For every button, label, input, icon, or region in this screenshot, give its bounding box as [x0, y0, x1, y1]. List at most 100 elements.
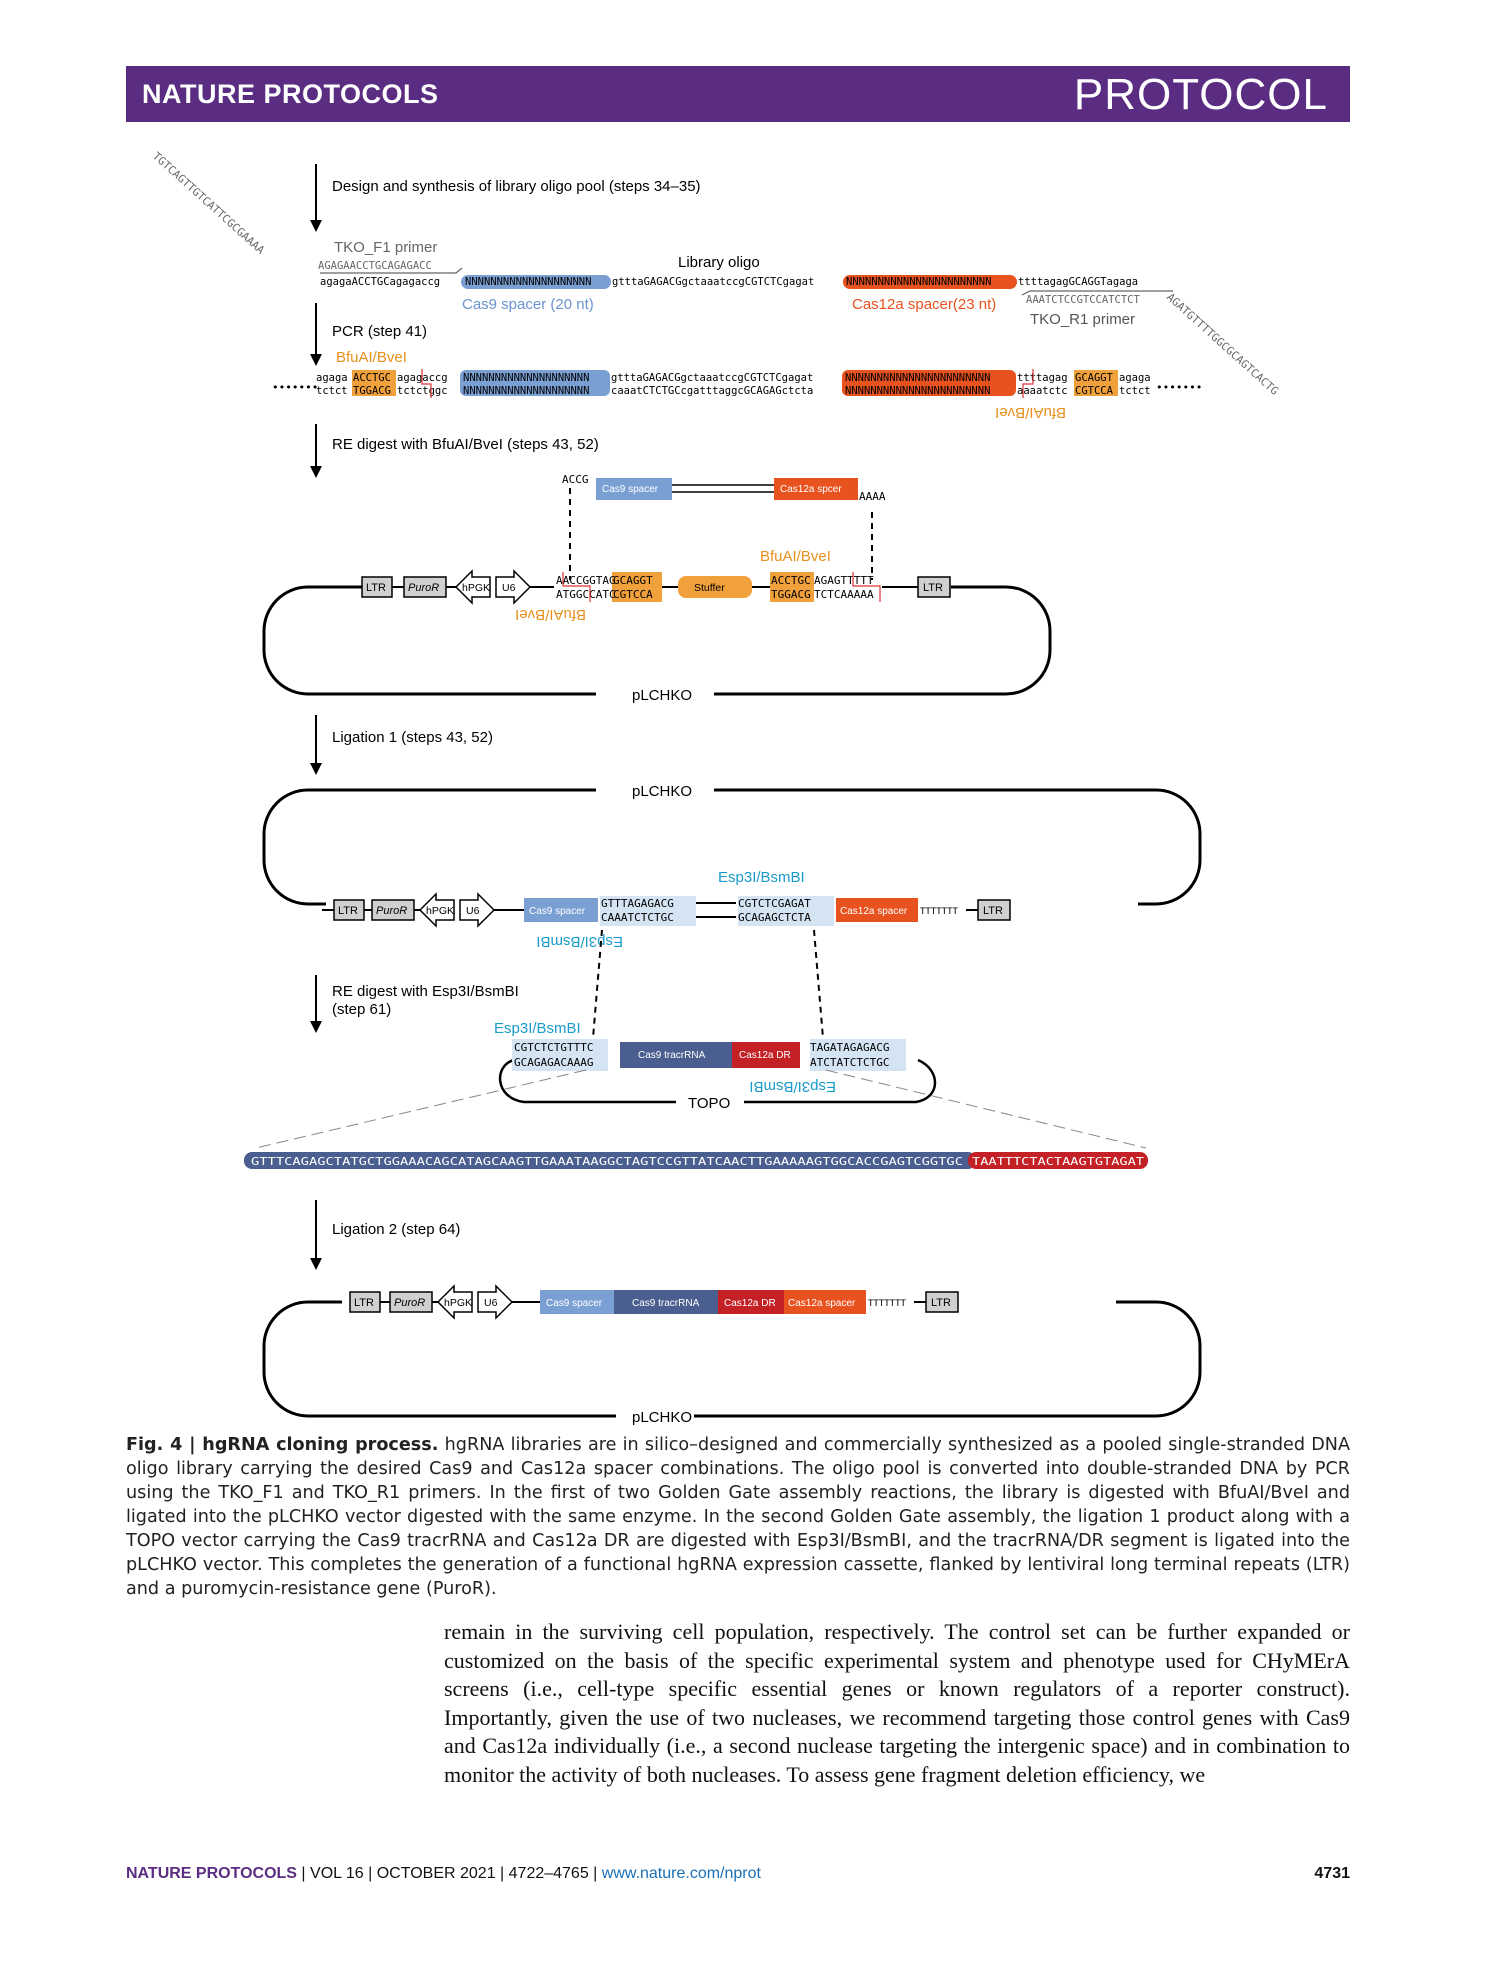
cloning-figure: Design and synthesis of library oligo po… — [150, 150, 1281, 1425]
svg-text:Esp3I/BsmBI: Esp3I/BsmBI — [494, 1020, 581, 1037]
svg-text:TTTTTTT: TTTTTTT — [920, 907, 959, 917]
f1-primer-seq: AGAGAACCTGCAGAGACC — [318, 260, 432, 272]
oligo-seq-c: ttttagagGCAGGTagaga — [1018, 276, 1138, 288]
svg-text:PuroR: PuroR — [394, 1297, 425, 1309]
svg-text:AACCGGTAG: AACCGGTAG — [556, 574, 616, 587]
tko-f1-label: TKO_F1 primer — [334, 239, 437, 256]
page-footer: NATURE PROTOCOLS | VOL 16 | OCTOBER 2021… — [126, 1865, 1350, 1883]
svg-text:agaga: agaga — [1119, 372, 1151, 384]
svg-text:ACCTGC: ACCTGC — [771, 574, 811, 587]
caption-text: hgRNA libraries are in silico–designed a… — [126, 1435, 1350, 1599]
stuffer-block — [678, 576, 752, 598]
library-oligo-label: Library oligo — [678, 254, 760, 271]
svg-text:(step 61): (step 61) — [332, 1001, 391, 1018]
svg-text:Cas12a DR: Cas12a DR — [739, 1050, 791, 1061]
svg-text:gtttaGAGACGgctaaatccgCGTCTCgag: gtttaGAGACGgctaaatccgCGTCTCgagat — [611, 372, 813, 384]
svg-text:aaaatctc: aaaatctc — [1017, 385, 1068, 397]
svg-text:tctct: tctct — [1119, 385, 1151, 397]
svg-text:U6: U6 — [466, 905, 480, 917]
step-label-ligation-2: Ligation 2 (step 64) — [332, 1221, 460, 1238]
bfuai-label-bottom: BfuAI/BveI — [995, 404, 1066, 421]
svg-text:agaga: agaga — [316, 372, 348, 384]
step-label-design: Design and synthesis of library oligo po… — [332, 178, 701, 195]
svg-text:Cas12a DR: Cas12a DR — [724, 1298, 776, 1309]
svg-text:ATCTATCTCTGC: ATCTATCTCTGC — [810, 1056, 889, 1069]
n20-seq: NNNNNNNNNNNNNNNNNNNN — [465, 276, 591, 288]
caption-label: Fig. 4 | hgRNA cloning process. — [126, 1435, 439, 1455]
cas9-spacer-block — [461, 275, 611, 289]
tko-r1-label: TKO_R1 primer — [1030, 311, 1135, 328]
body-paragraph: remain in the surviving cell population,… — [444, 1619, 1350, 1787]
svg-text:U6: U6 — [502, 582, 516, 594]
svg-text:TCTCAAAAA: TCTCAAAAA — [814, 588, 874, 601]
svg-text:AAAA: AAAA — [859, 490, 886, 503]
svg-text:Cas12a spcer: Cas12a spcer — [780, 484, 842, 495]
footer-volume: | VOL 16 | OCTOBER 2021 | 4722–4765 | — [296, 1865, 602, 1882]
section-label: PROTOCOL — [1073, 70, 1328, 119]
step-label-pcr: PCR (step 41) — [332, 323, 427, 340]
svg-text:NNNNNNNNNNNNNNNNNNNN: NNNNNNNNNNNNNNNNNNNN — [463, 372, 589, 384]
svg-text:ACCTGC: ACCTGC — [353, 372, 391, 384]
svg-text:ATGGCCATC: ATGGCCATC — [556, 588, 616, 601]
dr-seq: TAATTTCTACTAAGTGTAGAT — [972, 1156, 1145, 1168]
journal-name: NATURE PROTOCOLS — [142, 79, 439, 109]
svg-text:Stuffer: Stuffer — [694, 582, 725, 594]
svg-text:NNNNNNNNNNNNNNNNNNNNNNN: NNNNNNNNNNNNNNNNNNNNNNN — [845, 385, 990, 397]
svg-text:TGGACG: TGGACG — [771, 588, 811, 601]
svg-text:Cas9 spacer: Cas9 spacer — [529, 906, 586, 917]
svg-text:AGAGTTTTT: AGAGTTTTT — [814, 574, 874, 587]
svg-text:LTR: LTR — [931, 1297, 951, 1309]
svg-text:LTR: LTR — [923, 582, 943, 594]
svg-text:BfuAI/BveI: BfuAI/BveI — [760, 548, 831, 565]
svg-text:Cas9 spacer: Cas9 spacer — [602, 484, 659, 495]
svg-text:LTR: LTR — [983, 905, 1003, 917]
svg-text:GCAGAGCTCTA: GCAGAGCTCTA — [738, 911, 811, 924]
journal-header-bar: NATURE PROTOCOLS PROTOCOL — [126, 66, 1350, 122]
oligo-seq-b: gtttaGAGACGgctaaatccgCGTCTCgagat — [612, 276, 814, 288]
r1-primer-seq: AAATCTCCGTCCATCTCT — [1026, 294, 1140, 306]
svg-text:tctct: tctct — [316, 385, 348, 397]
svg-text:ACCG: ACCG — [562, 473, 589, 486]
svg-text:CGTCCA: CGTCCA — [613, 588, 653, 601]
tracr-seq: GTTTCAGAGCTATGCTGGAAACAGCATAGCAAGTTGAAAT… — [251, 1156, 963, 1168]
cas12a-spacer-block — [843, 275, 1017, 289]
cas12a-spacer-23-label: Cas12a spacer(23 nt) — [852, 296, 996, 313]
svg-text:Esp3I/BsmBI: Esp3I/BsmBI — [536, 933, 623, 950]
step-label-esp3i-digest: RE digest with Esp3I/BsmBI — [332, 983, 519, 1000]
svg-text:LTR: LTR — [338, 905, 358, 917]
svg-text:Cas12a spacer: Cas12a spacer — [840, 906, 908, 917]
step-label-ligation-1: Ligation 1 (steps 43, 52) — [332, 729, 493, 746]
svg-text:CGTCTCGAGAT: CGTCTCGAGAT — [738, 897, 811, 910]
svg-text:TGGACG: TGGACG — [353, 385, 391, 397]
svg-text:hPGK: hPGK — [462, 582, 490, 594]
svg-text:caaatCTCTGCcgatttaggcGCAGAGctc: caaatCTCTGCcgatttaggcGCAGAGctcta — [611, 385, 813, 397]
svg-text:PuroR: PuroR — [376, 905, 407, 917]
svg-text:LTR: LTR — [366, 582, 386, 594]
svg-text:TAGATAGAGACG: TAGATAGAGACG — [810, 1041, 889, 1054]
plchko-label-1: pLCHKO — [632, 687, 692, 704]
svg-text:Esp3I/BsmBI: Esp3I/BsmBI — [718, 869, 805, 886]
bfuai-label-vector: BfuAI/BveI — [515, 606, 586, 623]
svg-text:Cas9 spacer: Cas9 spacer — [546, 1298, 603, 1309]
n23-seq: NNNNNNNNNNNNNNNNNNNNNNN — [846, 276, 991, 288]
svg-text:GCAGAGACAAAG: GCAGAGACAAAG — [514, 1056, 593, 1069]
svg-text:Cas9 tracrRNA: Cas9 tracrRNA — [638, 1050, 706, 1061]
footer-journal: NATURE PROTOCOLS — [126, 1865, 297, 1882]
bfuai-label-top: BfuAI/BveI — [336, 349, 407, 366]
svg-text:PuroR: PuroR — [408, 582, 439, 594]
footer-url[interactable]: www.nature.com/nprot — [601, 1865, 761, 1882]
topo-label: TOPO — [688, 1095, 730, 1112]
svg-text:Esp3I/BsmBI: Esp3I/BsmBI — [749, 1078, 836, 1095]
f1-tail-seq: TGTCAGTTGTCATTCGCGAAAA — [150, 150, 267, 257]
svg-text:LTR: LTR — [354, 1297, 374, 1309]
plchko-label-2: pLCHKO — [632, 783, 692, 800]
dots-left: ••••••• — [272, 381, 318, 394]
svg-text:GCAGGT: GCAGGT — [1075, 372, 1114, 384]
svg-text:GCAGGT: GCAGGT — [613, 574, 653, 587]
svg-text:TTTTTTT: TTTTTTT — [868, 1299, 907, 1309]
dots-right: ••••••• — [1156, 381, 1202, 394]
svg-text:CGTCTCTGTTTC: CGTCTCTGTTTC — [514, 1041, 593, 1054]
step-label-bfuai-digest: RE digest with BfuAI/BveI (steps 43, 52) — [332, 436, 599, 453]
oligo-seq-a: agagaACCTGCagagaccg — [320, 276, 440, 288]
plchko-label-3: pLCHKO — [632, 1409, 692, 1425]
